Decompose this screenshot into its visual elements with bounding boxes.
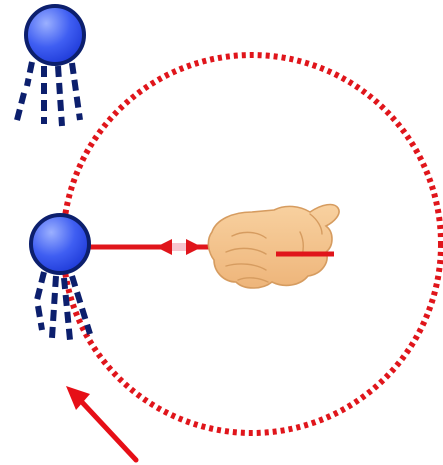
hand-finger-lines bbox=[225, 213, 323, 283]
motion-arrow-head bbox=[66, 386, 90, 410]
ball-top bbox=[13, 4, 86, 127]
ball-on-string bbox=[29, 213, 93, 341]
hand-fist bbox=[207, 203, 340, 289]
speed-lines-string bbox=[33, 271, 93, 341]
tension-arrow-left bbox=[156, 239, 172, 255]
tension-arrow-right bbox=[186, 239, 202, 255]
speed-lines-top bbox=[13, 61, 83, 127]
motion-arrow-shaft bbox=[77, 397, 139, 463]
motion-arrow bbox=[66, 386, 139, 463]
tension-marker bbox=[156, 239, 202, 255]
tension-midpoint bbox=[170, 243, 188, 251]
hand bbox=[207, 203, 340, 289]
ball-top-sphere bbox=[24, 4, 86, 66]
ball-on-string-sphere bbox=[29, 213, 91, 275]
